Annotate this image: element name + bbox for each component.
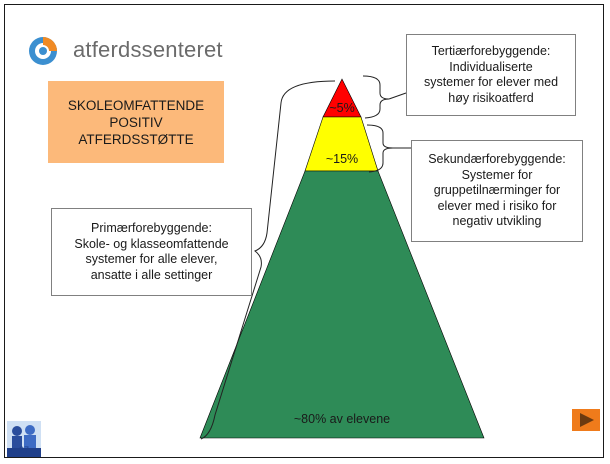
pyramid-top-label: ~5%	[329, 101, 354, 115]
callout-line: Systemer for	[461, 167, 533, 182]
callout-tertiary: Tertiærforebyggende: Individualiserte sy…	[406, 34, 576, 116]
next-slide-button[interactable]	[572, 409, 600, 431]
callout-line: høy risikoatferd	[448, 90, 534, 105]
callout-line: Tertiærforebyggende:	[431, 44, 551, 58]
callout-line: negativ utvikling	[452, 214, 542, 229]
pyramid-middle-label: ~15%	[326, 152, 358, 166]
pyramid-bottom-label: ~80% av elevene	[294, 412, 390, 426]
callout-line: ansatte i alle settinger	[90, 267, 213, 282]
slide: atferdssenteret SKOLEOMFATTENDE POSITIV …	[4, 4, 604, 458]
callout-line: Primærforebyggende:	[91, 221, 212, 235]
title-line: POSITIV	[109, 114, 163, 130]
title-box: SKOLEOMFATTENDE POSITIV ATFERDSSTØTTE	[48, 81, 224, 163]
play-arrow-icon	[580, 413, 594, 427]
pyramid-diagram: ~5% ~15% ~80% av elevene	[199, 75, 485, 440]
callout-line: systemer for alle elever,	[85, 252, 218, 266]
slide-number: 27	[19, 445, 30, 455]
callout-line: elever med i risiko for	[437, 198, 557, 213]
brand-name: atferdssenteret	[73, 37, 223, 62]
connector-tertiary	[388, 92, 407, 100]
title-line: SKOLEOMFATTENDE	[67, 97, 205, 113]
callout-primary: Primærforebyggende: Skole- og klasseomfa…	[51, 208, 252, 296]
title-line: ATFERDSSTØTTE	[78, 131, 194, 147]
atferdssenteret-logo-icon	[29, 37, 57, 65]
brace-tertiary	[362, 75, 390, 119]
callout-line: Skole- og klasseomfattende	[74, 236, 229, 251]
callout-secondary: Sekundærforebyggende: Systemer for grupp…	[411, 140, 583, 242]
callout-line: Individualiserte	[449, 59, 533, 74]
brace-primary	[200, 80, 336, 440]
callout-line: systemer for elever med	[423, 75, 559, 89]
classroom-photo-icon	[7, 421, 41, 457]
callout-line: Sekundærforebyggende:	[428, 152, 566, 167]
callout-line: gruppetilnærminger for	[433, 183, 561, 198]
